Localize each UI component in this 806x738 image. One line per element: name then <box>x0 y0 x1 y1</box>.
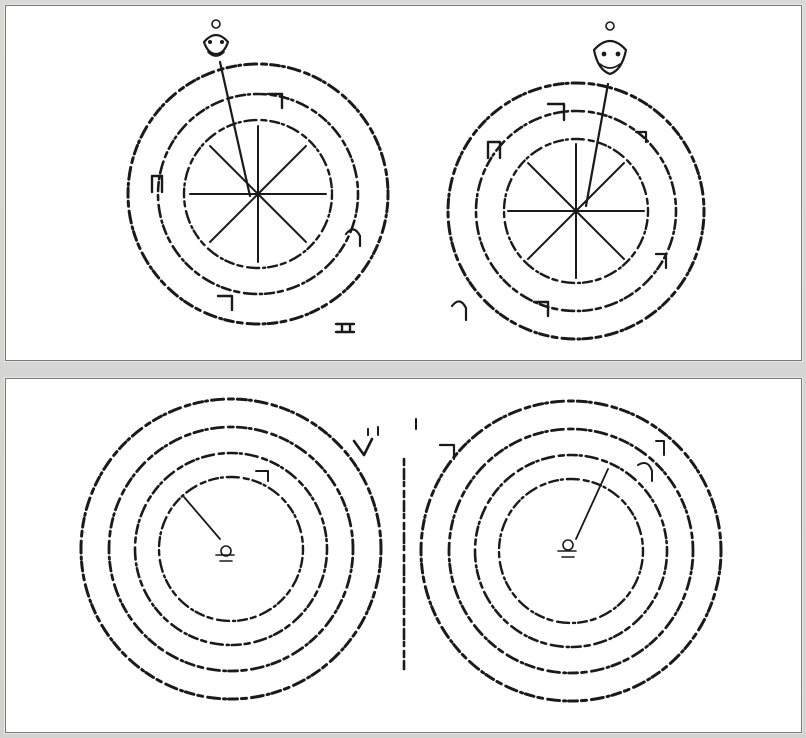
top-plate <box>5 5 802 361</box>
left-spiral-disc <box>81 399 381 699</box>
pointer-needle <box>184 497 220 539</box>
spokes <box>508 144 644 278</box>
top-plate-drawing <box>6 6 803 362</box>
spokes <box>190 126 326 262</box>
right-spiral-disc <box>421 401 721 701</box>
bottom-plate <box>5 378 802 733</box>
hub-icon <box>216 546 234 561</box>
bottom-plate-drawing <box>6 379 803 734</box>
letter-glyphs <box>152 94 360 332</box>
hub-icon <box>558 540 576 557</box>
center-script-column <box>404 419 416 669</box>
pin-ornament-icon <box>204 20 228 56</box>
right-volvelle <box>448 22 704 339</box>
pointer-needle <box>576 469 608 539</box>
left-volvelle <box>128 20 388 332</box>
pin-ornament-icon <box>594 22 626 74</box>
